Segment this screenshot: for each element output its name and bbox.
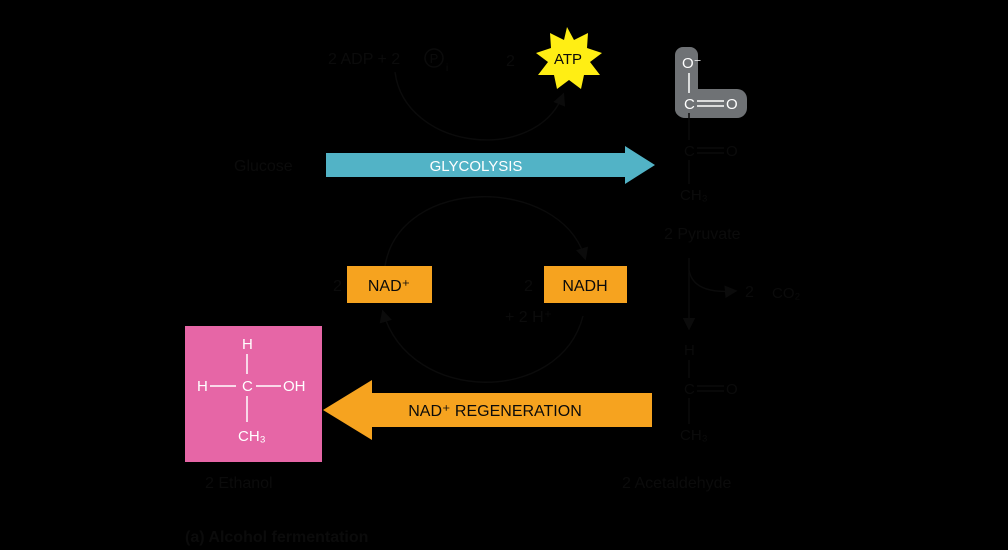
pyruvate-name: 2 Pyruvate [664, 226, 741, 243]
ethanol-ch3: CH₃ [238, 428, 266, 445]
atp-synthesis-curve-arrow [394, 71, 566, 141]
pyruvate-c1: C [684, 96, 695, 113]
nad-regeneration-label: NAD⁺ REGENERATION [408, 403, 582, 420]
ethanol-oh: OH [283, 378, 306, 395]
carboxyl-highlight-right [675, 89, 747, 118]
nad-count: 2 [333, 278, 342, 295]
nad-to-nadh-curve-arrow [384, 196, 589, 267]
phosphate-circle-icon [424, 48, 444, 68]
pyruvate-ch3: CH₃ [680, 187, 708, 204]
atp-burst-icon [536, 27, 602, 89]
nadh-box [544, 266, 627, 303]
nad-regeneration-arrow [323, 380, 652, 440]
nad-label: NAD⁺ [368, 278, 410, 295]
ethanol-box [185, 326, 322, 462]
nadh-to-nad-curve-arrow [379, 309, 584, 383]
ethanol-h-top: H [242, 336, 253, 353]
pyruvate-o-minus: O⁻ [682, 55, 702, 72]
nadh-count: 2 [524, 278, 533, 295]
glucose-label: Glucose [234, 158, 293, 175]
acetaldehyde-h: H [684, 342, 695, 359]
glycolysis-label: GLYCOLYSIS [430, 158, 523, 175]
atp-label: ATP [554, 51, 582, 68]
acetaldehyde-ch3: CH₃ [680, 427, 708, 444]
phosphate-subscript: i [446, 63, 448, 74]
ethanol-name: 2 Ethanol [205, 475, 273, 492]
protons-label: + 2 H⁺ [505, 309, 552, 326]
ethanol-h-left: H [197, 378, 208, 395]
adp-pi-text: 2 ADP + 2 [328, 51, 400, 68]
phosphate-letter: P [430, 51, 439, 66]
pyruvate-c2: C [684, 143, 695, 160]
co2-formula: CO₂ [772, 285, 801, 302]
atp-count: 2 [506, 53, 515, 70]
nadh-label: NADH [562, 278, 607, 295]
figure-caption: (a) Alcohol fermentation [185, 529, 368, 546]
acetaldehyde-name: 2 Acetaldehyde [622, 475, 732, 492]
glycolysis-arrow [326, 146, 655, 184]
pyruvate-o1: O [726, 96, 738, 113]
co2-release-arrow [688, 269, 738, 299]
ethanol-c: C [242, 378, 253, 395]
pyruvate-o2: O [726, 143, 738, 160]
nad-box [347, 266, 432, 303]
acetaldehyde-c: C [684, 381, 695, 398]
co2-count: 2 [745, 284, 754, 301]
acetaldehyde-o: O [726, 381, 738, 398]
